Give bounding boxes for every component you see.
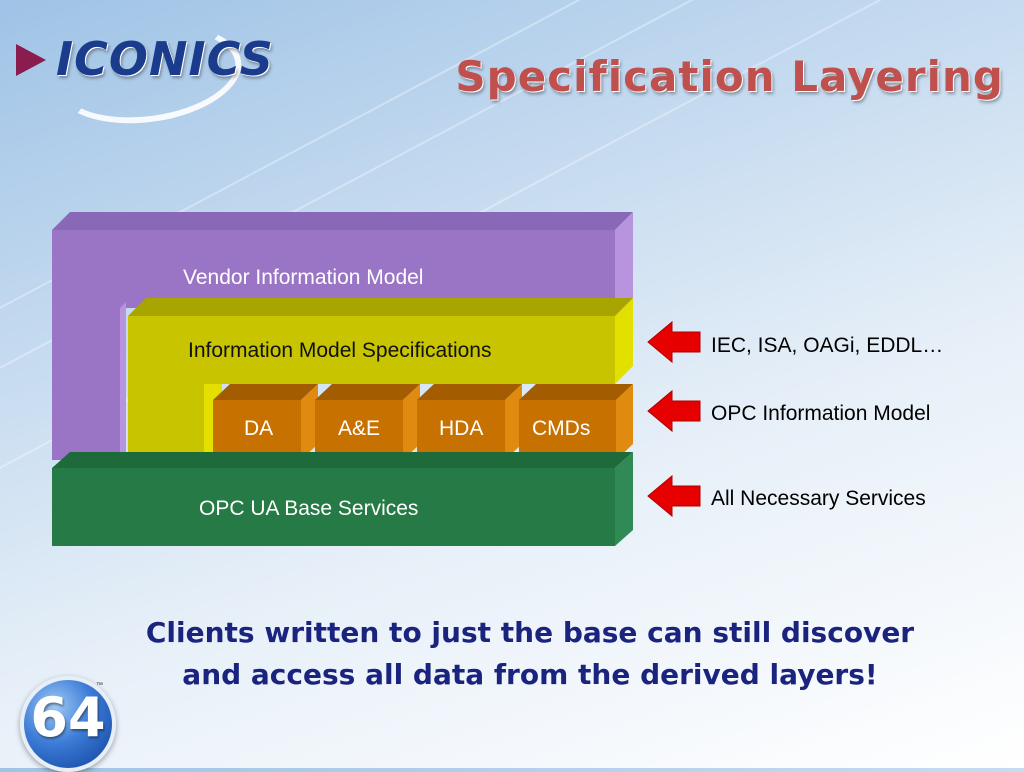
trademark-mark: ™ <box>96 682 103 689</box>
64-bit-badge: 64 <box>20 676 116 772</box>
arrow-2 <box>647 389 701 433</box>
arrow-1 <box>647 320 701 364</box>
caption: Clients written to just the base can sti… <box>90 612 970 696</box>
vendor-layer-label: Vendor Information Model <box>183 266 424 289</box>
block-label-hda: HDA <box>439 417 484 440</box>
logo-text: ICONICS <box>56 32 274 86</box>
slide-title: Specification Layering <box>455 52 1004 101</box>
block-label-ae: A&E <box>338 417 381 440</box>
play-triangle-icon <box>16 44 46 76</box>
badge-number: 64 <box>30 686 106 749</box>
vendor-layer <box>52 212 633 460</box>
block-label-da: DA <box>244 417 274 440</box>
spec-blocks <box>213 384 633 460</box>
caption-line-2: and access all data from the derived lay… <box>182 658 878 691</box>
base-layer-label: OPC UA Base Services <box>199 497 419 520</box>
block-label-cmds: CMDs <box>532 417 591 440</box>
arrow-3 <box>647 474 701 518</box>
caption-line-1: Clients written to just the base can sti… <box>145 616 915 649</box>
iconics-logo: ICONICS <box>14 13 273 135</box>
info-spec-layer <box>128 298 633 460</box>
annotation-standards: IEC, ISA, OAGi, EDDL… <box>711 334 944 357</box>
annotation-opc-info-model: OPC Information Model <box>711 402 931 425</box>
annotation-services: All Necessary Services <box>711 487 926 510</box>
info-spec-layer-label: Information Model Specifications <box>188 339 492 362</box>
base-layer <box>52 452 633 546</box>
